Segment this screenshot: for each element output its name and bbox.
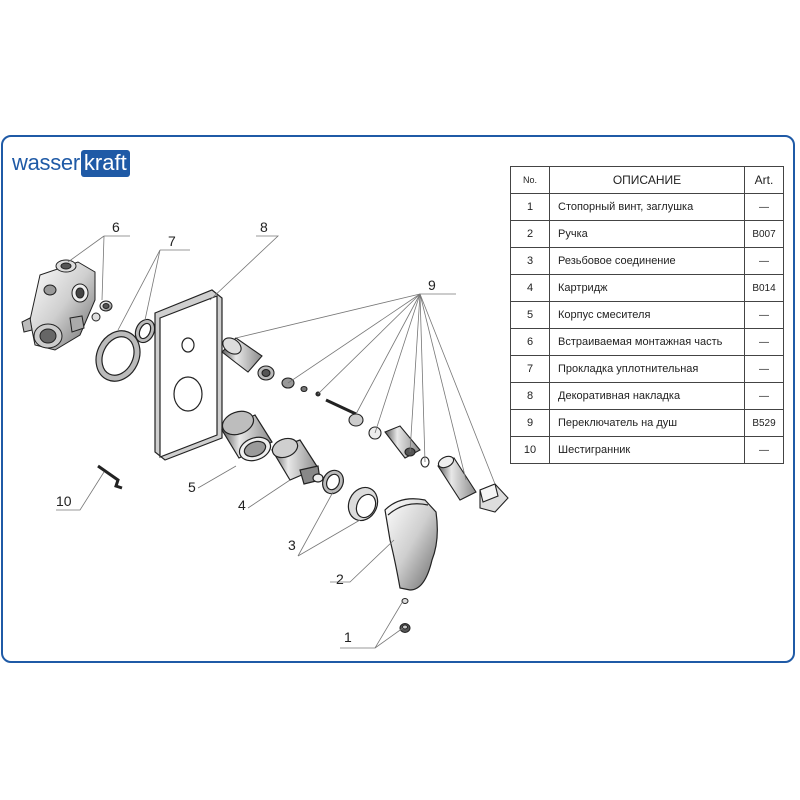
cartridge-part bbox=[271, 437, 324, 485]
logo-text-wasser: wasser bbox=[12, 150, 80, 175]
row-no: 2 bbox=[510, 220, 550, 248]
header-art: Art. bbox=[744, 166, 784, 194]
row-art: B014 bbox=[744, 274, 784, 302]
row-art: — bbox=[744, 193, 784, 221]
parts-table-header: No. ОПИСАНИЕ Art. bbox=[510, 166, 784, 194]
logo-text-kraft: kraft bbox=[80, 149, 130, 177]
row-art: — bbox=[744, 328, 784, 356]
callout-7: 7 bbox=[168, 233, 176, 249]
row-description: Встраиваемая монтажная часть bbox=[549, 328, 745, 356]
callout-4: 4 bbox=[238, 497, 246, 513]
row-art: — bbox=[744, 382, 784, 410]
row-no: 4 bbox=[510, 274, 550, 302]
hex-key-part bbox=[97, 464, 123, 490]
mixer-housing-part bbox=[221, 410, 273, 462]
row-description: Прокладка уплотнительная bbox=[549, 355, 745, 383]
row-art: B007 bbox=[744, 220, 784, 248]
row-art: — bbox=[744, 301, 784, 329]
leader-lines bbox=[56, 235, 496, 649]
row-no: 7 bbox=[510, 355, 550, 383]
row-description: Стопорный винт, заглушка bbox=[549, 193, 745, 221]
plug-part bbox=[91, 300, 113, 322]
row-description: Картридж bbox=[549, 274, 745, 302]
drawing-frame bbox=[1, 135, 795, 663]
header-no: No. bbox=[510, 166, 550, 194]
row-no: 6 bbox=[510, 328, 550, 356]
row-description: Ручка bbox=[549, 220, 745, 248]
row-art: — bbox=[744, 247, 784, 275]
header-description: ОПИСАНИЕ bbox=[549, 166, 745, 194]
row-no: 10 bbox=[510, 436, 550, 464]
shower-diverter-part bbox=[221, 337, 509, 513]
cover-plate-part bbox=[154, 289, 223, 461]
row-no: 8 bbox=[510, 382, 550, 410]
handle-part bbox=[384, 498, 438, 591]
row-description: Переключатель на душ bbox=[549, 409, 745, 437]
row-no: 3 bbox=[510, 247, 550, 275]
row-description: Корпус смесителя bbox=[549, 301, 745, 329]
row-no: 5 bbox=[510, 301, 550, 329]
row-art: B529 bbox=[744, 409, 784, 437]
callout-6: 6 bbox=[112, 219, 120, 235]
row-art: — bbox=[744, 436, 784, 464]
callout-10: 10 bbox=[56, 493, 72, 509]
callout-3: 3 bbox=[288, 537, 296, 553]
mounting-body-part bbox=[21, 259, 96, 351]
callout-2: 2 bbox=[336, 571, 344, 587]
row-art: — bbox=[744, 355, 784, 383]
sealing-gasket-part bbox=[95, 318, 156, 382]
callout-5: 5 bbox=[188, 479, 196, 495]
callout-8: 8 bbox=[260, 219, 268, 235]
row-description: Резьбовое соединение bbox=[549, 247, 745, 275]
row-description: Декоративная накладка bbox=[549, 382, 745, 410]
row-no: 1 bbox=[510, 193, 550, 221]
callout-1: 1 bbox=[344, 629, 352, 645]
row-description: Шестигранник bbox=[549, 436, 745, 464]
threaded-connector-part bbox=[322, 469, 379, 522]
row-no: 9 bbox=[510, 409, 550, 437]
callout-9: 9 bbox=[428, 277, 436, 293]
set-screw-part bbox=[399, 598, 411, 633]
